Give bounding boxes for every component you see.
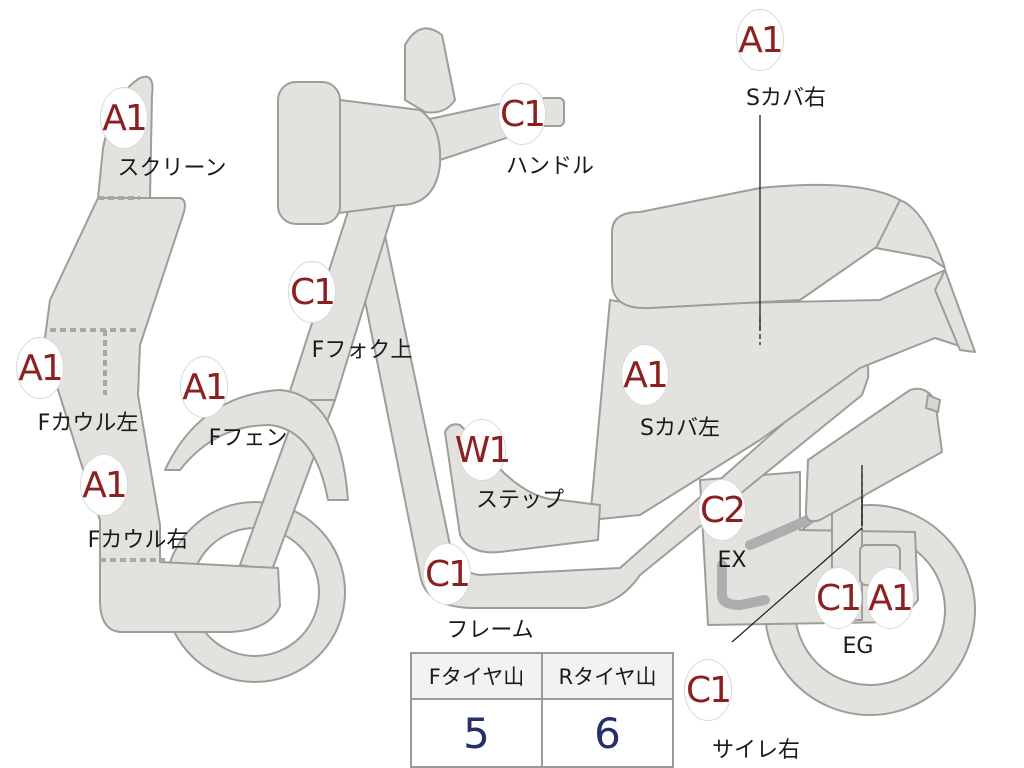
grade-badge-frame: C1 bbox=[424, 544, 471, 604]
grade-badge-muffler-right: C1 bbox=[685, 660, 732, 720]
muffler-right-leader bbox=[731, 527, 863, 643]
front-tire-value: 5 bbox=[410, 698, 543, 768]
front-tire-header: Fタイヤ山 bbox=[410, 652, 543, 700]
mirror bbox=[404, 27, 456, 114]
rear-tire-value: 6 bbox=[541, 698, 674, 768]
label-ffender: Fフェン bbox=[208, 426, 288, 451]
front-fender bbox=[164, 389, 349, 501]
label-step: ステップ bbox=[475, 488, 565, 513]
engine-unit bbox=[699, 387, 943, 626]
grade-badge-scover-left: A1 bbox=[622, 345, 669, 405]
label-fcowl-left: Fカウル左 bbox=[37, 411, 139, 436]
grade-badge-eg-1: C1 bbox=[815, 568, 862, 628]
label-handle: ハンドル bbox=[505, 154, 595, 179]
rear-tire-header: Rタイヤ山 bbox=[541, 652, 674, 700]
grade-badge-ex: C2 bbox=[699, 480, 746, 540]
label-fcowl-right: Fカウル右 bbox=[87, 528, 189, 553]
label-ffork: Fフォク上 bbox=[311, 338, 413, 363]
grade-badge-screen: A1 bbox=[101, 88, 148, 148]
grade-badge-fcowl-left: A1 bbox=[17, 338, 64, 398]
seat bbox=[611, 183, 929, 310]
label-screen: スクリーン bbox=[117, 156, 227, 181]
grade-badge-scover-right: A1 bbox=[737, 10, 784, 70]
label-ex: EX bbox=[717, 548, 747, 573]
headlight bbox=[277, 81, 341, 225]
grade-badge-ffork: C1 bbox=[289, 262, 336, 322]
label-frame: フレーム bbox=[446, 618, 534, 643]
body-cover bbox=[589, 183, 976, 521]
muffler bbox=[804, 387, 943, 523]
grade-badge-handle: C1 bbox=[499, 84, 546, 144]
label-eg: EG bbox=[842, 634, 874, 659]
exhaust-pipe-lower bbox=[717, 560, 770, 610]
label-scover-right: Sカバ右 bbox=[746, 86, 826, 111]
grade-badge-step: W1 bbox=[455, 420, 511, 480]
grade-badge-eg-2: A1 bbox=[867, 568, 914, 628]
grade-badge-ffender: A1 bbox=[181, 357, 228, 417]
label-scover-left: Sカバ左 bbox=[640, 416, 720, 441]
tire-tread-table: Fタイヤ山 Rタイヤ山 5 6 bbox=[410, 652, 674, 768]
label-muffler-right: サイレ右 bbox=[711, 738, 801, 763]
grade-badge-fcowl-right: A1 bbox=[81, 455, 128, 515]
